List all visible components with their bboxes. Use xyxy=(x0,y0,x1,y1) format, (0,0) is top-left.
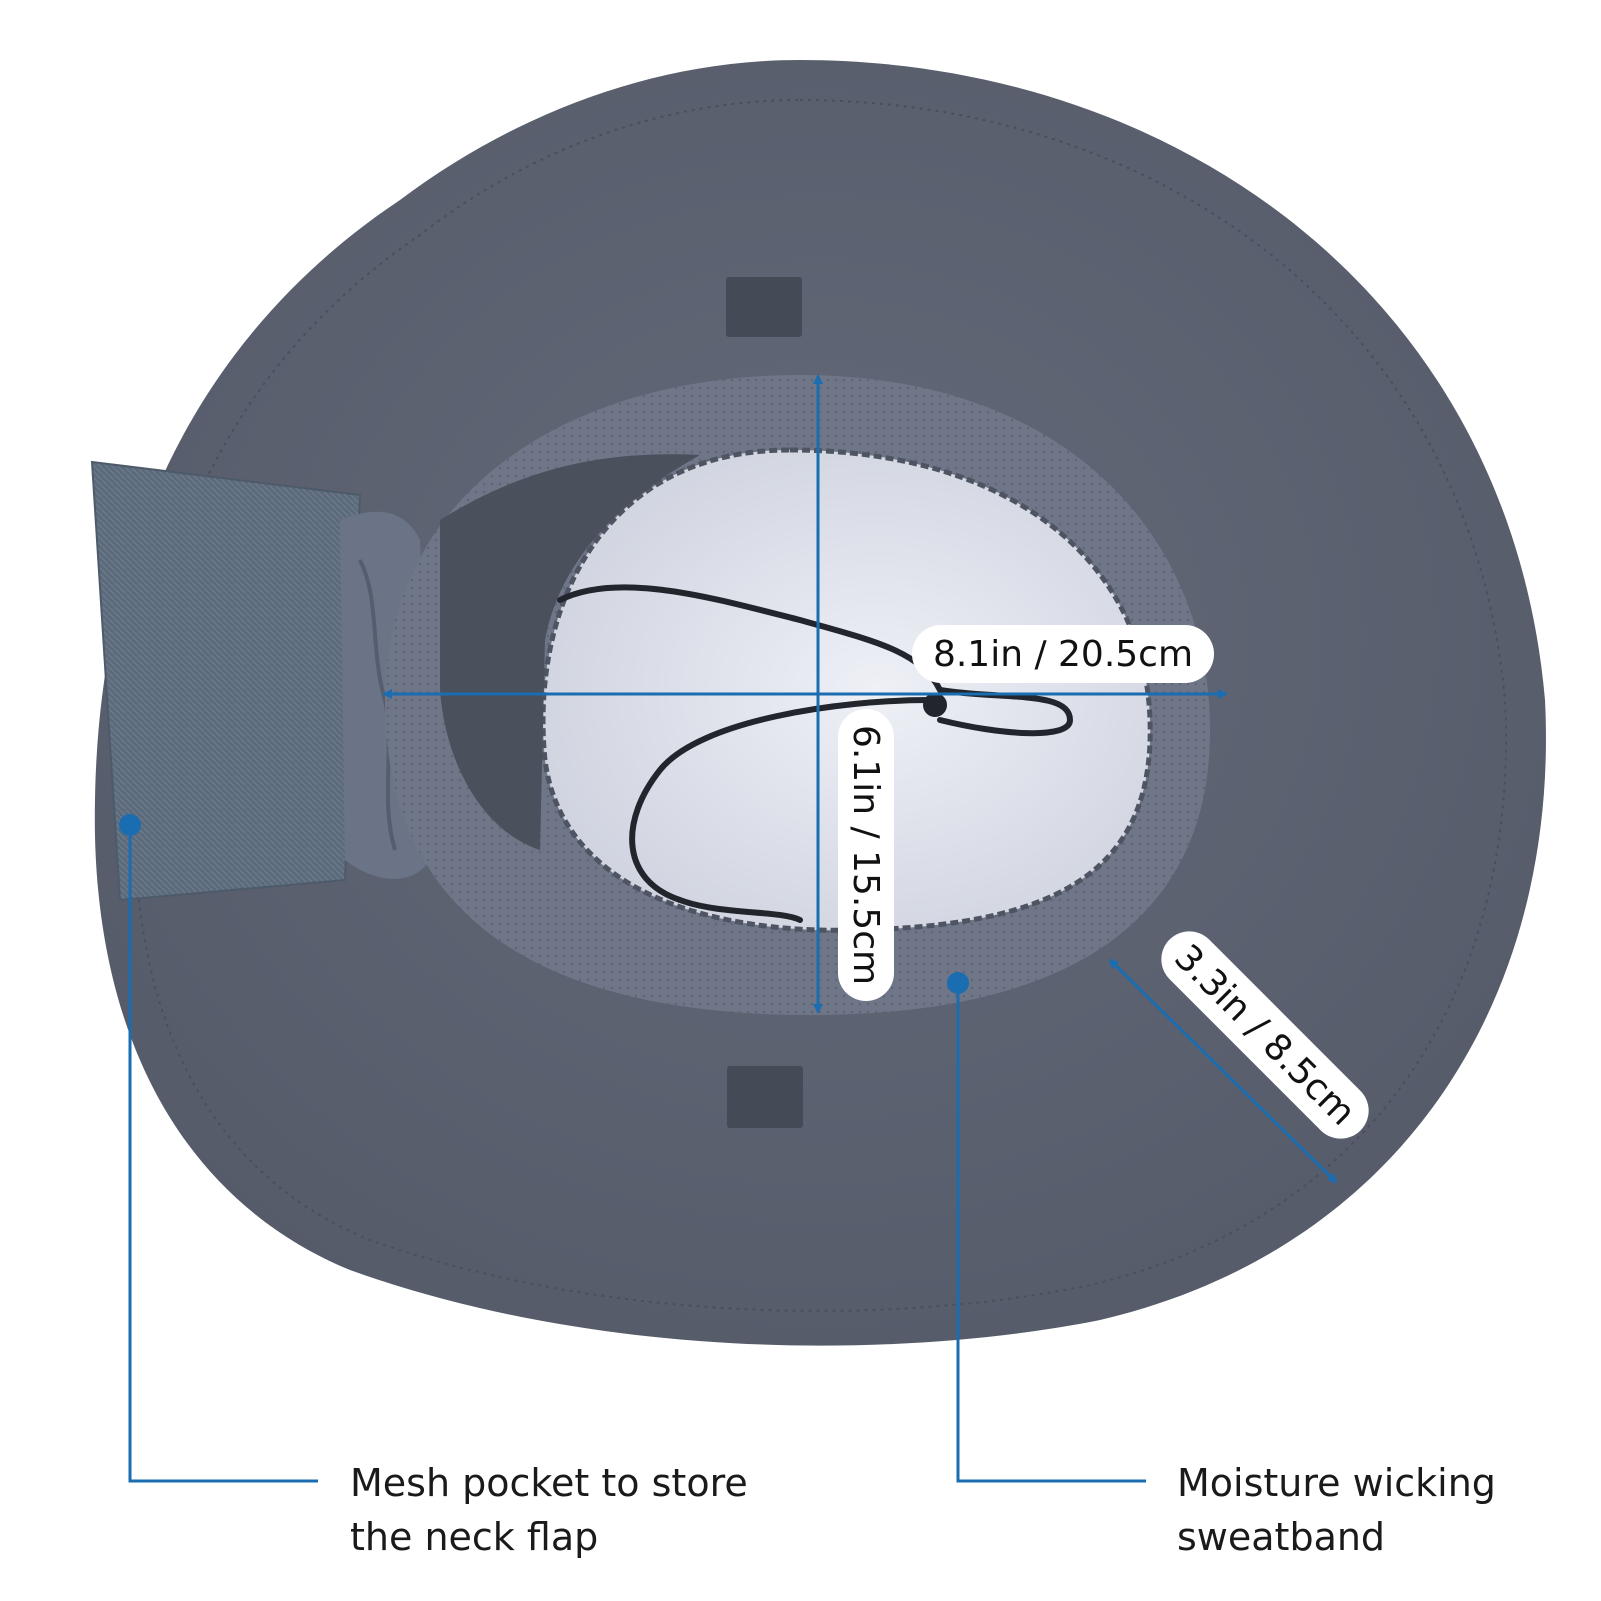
mesh-pocket-caption-line1: Mesh pocket to store xyxy=(350,1461,748,1505)
height-label: 6.1in / 15.5cm xyxy=(838,709,894,1001)
mesh-pocket-caption-line2: the neck flap xyxy=(350,1515,599,1559)
height-label-text: 6.1in / 15.5cm xyxy=(845,725,886,985)
velcro-tab-top xyxy=(726,277,802,337)
mesh-pocket-callout-line xyxy=(119,814,318,1483)
sweatband-callout-line xyxy=(947,972,1146,1483)
mesh-pocket xyxy=(90,460,430,902)
velcro-tab-bottom xyxy=(727,1066,803,1128)
sweatband-caption-line2: sweatband xyxy=(1177,1515,1386,1559)
brim-dimension-arrow xyxy=(1108,958,1338,1184)
sweatband-caption: Moisture wicking sweatband xyxy=(1177,1456,1496,1564)
width-label-text: 8.1in / 20.5cm xyxy=(933,634,1193,675)
mesh-pocket-caption: Mesh pocket to store the neck flap xyxy=(350,1456,748,1564)
width-label: 8.1in / 20.5cm xyxy=(912,625,1214,683)
sweatband-caption-line1: Moisture wicking xyxy=(1177,1461,1496,1505)
